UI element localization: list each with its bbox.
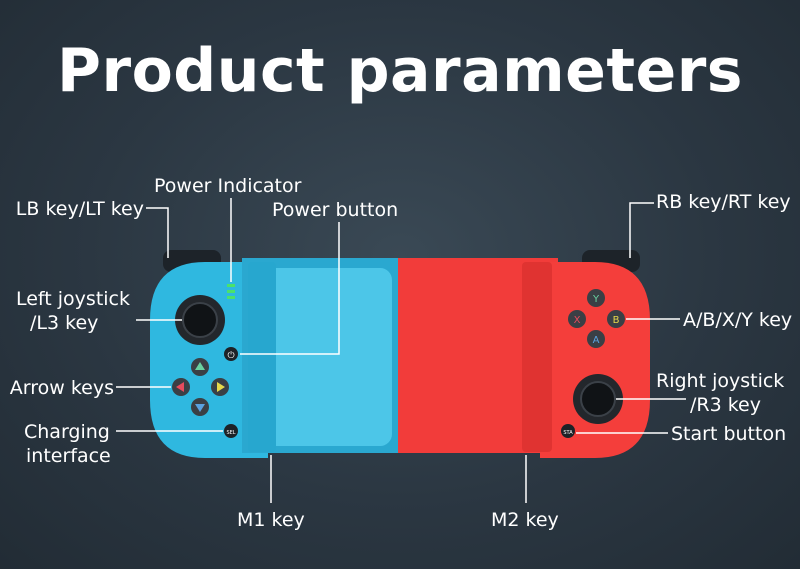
- left-tray: [258, 268, 392, 446]
- rb-key-label: RB key/RT key: [656, 191, 791, 213]
- arrow-down-icon: [195, 404, 205, 412]
- start-button-label: STA: [563, 430, 573, 436]
- x-button[interactable]: [568, 310, 586, 328]
- power-button-leader-line: [240, 222, 340, 355]
- arrow-keys-label: Arrow keys: [9, 377, 114, 399]
- right-joystick-label-line2: /R3 key: [690, 394, 761, 416]
- y-button-label: Y: [592, 294, 600, 305]
- left-joystick-label-line1: Left joystick: [15, 288, 130, 310]
- start-button-text-label: Start button: [671, 423, 787, 445]
- arrow-right-icon: [217, 382, 225, 392]
- select-button[interactable]: [224, 424, 238, 438]
- power-indicator-led: [227, 284, 235, 287]
- right-rail: [522, 262, 552, 452]
- power-button[interactable]: [224, 347, 238, 361]
- right-joystick-label-line1: Right joystick: [656, 370, 785, 392]
- abxy-key-label: A/B/X/Y key: [683, 309, 793, 331]
- power-icon: ⏻: [227, 350, 234, 361]
- m2-key-label: M2 key: [491, 509, 559, 531]
- left-rail: [248, 262, 276, 452]
- b-button[interactable]: [607, 310, 625, 328]
- arrow-left-icon: [176, 382, 184, 392]
- x-button-label: X: [574, 315, 581, 326]
- power-indicator-led: [227, 290, 235, 293]
- lb-leader-line: [146, 207, 169, 258]
- left-joystick-label-line2: /L3 key: [30, 312, 99, 334]
- b-button-label: B: [613, 315, 620, 326]
- power-indicator-label: Power Indicator: [154, 175, 302, 197]
- arrow-up-icon: [195, 362, 205, 370]
- right-joystick[interactable]: [580, 381, 616, 417]
- left-joystick[interactable]: [182, 302, 218, 338]
- power-indicator-led: [227, 296, 235, 299]
- right-grip: [540, 262, 650, 458]
- charging-label-line1: Charging: [24, 421, 110, 443]
- start-button[interactable]: [561, 424, 575, 438]
- select-button-label: SEL: [226, 430, 235, 436]
- m1-key-label: M1 key: [237, 509, 305, 531]
- page-title: Product parameters: [57, 36, 743, 106]
- y-button[interactable]: [587, 289, 605, 307]
- charging-label-line2: interface: [26, 445, 111, 467]
- a-button[interactable]: [587, 330, 605, 348]
- rb-leader-line: [629, 202, 654, 258]
- lb-key-label: LB key/LT key: [15, 198, 144, 220]
- a-button-label: A: [593, 335, 600, 346]
- power-button-label: Power button: [272, 199, 399, 221]
